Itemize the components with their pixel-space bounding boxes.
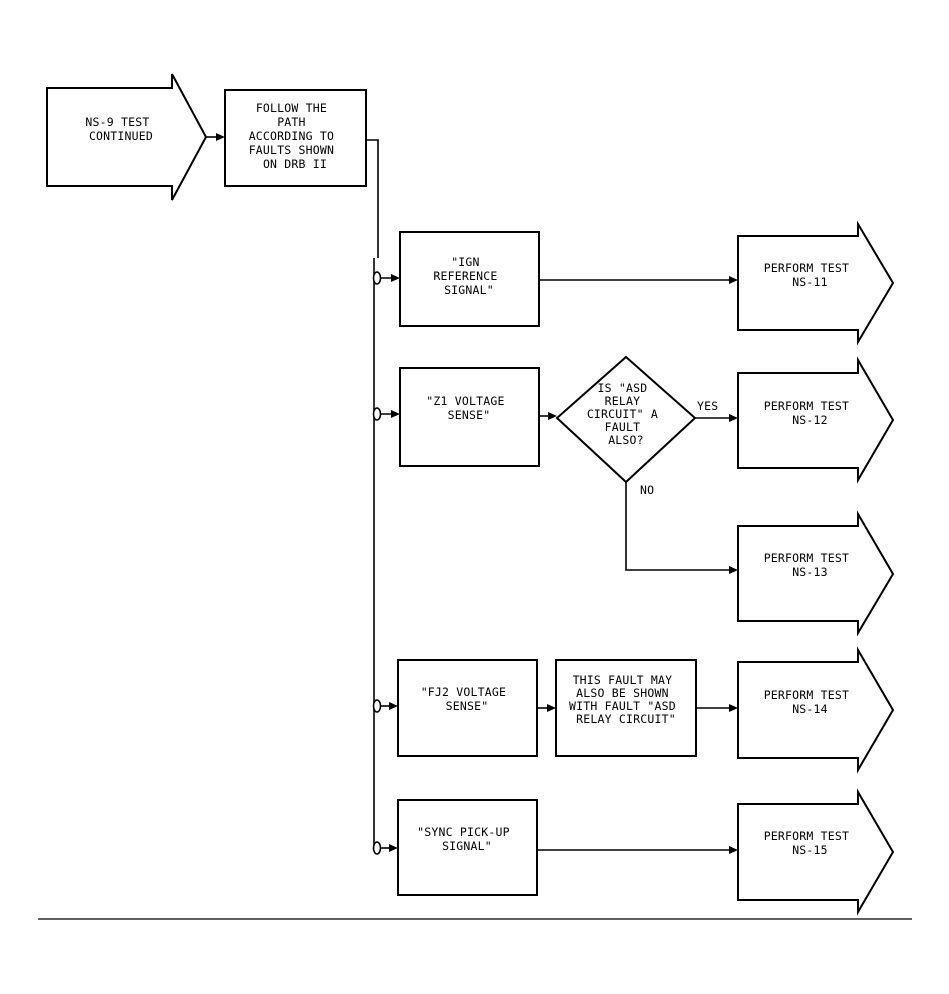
fault-fj2-node: "FJ2 VOLTAGE SENSE": [397, 659, 538, 757]
note-line-2: ALSO BE SHOWN: [576, 686, 669, 700]
result-ns14-node: PERFORM TEST NS-14: [737, 646, 895, 774]
svg-text:PERFORM TEST NS-11: PERFORM TEST NS-11: [764, 261, 857, 289]
result-ns13-pentagon: [737, 510, 895, 637]
svg-text:NS-9 TEST CONTINUED: NS-9 TEST CONTINUED: [85, 115, 156, 143]
result-ns13-line-1: PERFORM TEST: [764, 551, 849, 565]
svg-text:PERFORM TEST NS-14: PERFORM TEST NS-14: [764, 688, 857, 716]
result-ns12-line-1: PERFORM TEST: [764, 399, 849, 413]
fault-fj2-line-2: SENSE": [446, 699, 489, 713]
result-ns14-line-2: NS-14: [792, 702, 828, 716]
fault-fj2-box: [397, 659, 538, 757]
arrowhead-fj2-to-note: [547, 704, 556, 712]
connector-instruction-to-bus: [366, 139, 379, 258]
result-ns11-node: PERFORM TEST NS-11: [737, 220, 895, 346]
instruction-line-3: ACCORDING TO: [249, 129, 334, 143]
fault-z1-box: [399, 367, 540, 467]
svg-text:PERFORM TEST NS-13: PERFORM TEST NS-13: [764, 551, 857, 579]
svg-text:THIS FAULT MAY ALSO BE: THIS FAULT MAY ALSO BE SHOWN WITH FAULT …: [569, 673, 683, 726]
arrowhead-ign-to-ns11: [729, 276, 738, 284]
fault-fj2-line-1: "FJ2 VOLTAGE: [421, 685, 506, 699]
connectors: [206, 133, 738, 855]
note-line-3: WITH FAULT "ASD: [569, 699, 676, 713]
arrowhead-decision-yes: [729, 414, 738, 422]
instruction-line-4: FAULTS SHOWN: [249, 143, 334, 157]
start-line-2: CONTINUED: [89, 129, 153, 143]
note-line-4: RELAY CIRCUIT": [576, 712, 676, 726]
decision-node: IS "ASD RELAY CIRCUIT" A FAULT ALSO?: [555, 355, 697, 484]
note-node: THIS FAULT MAY ALSO BE SHOWN WITH FAULT …: [555, 659, 697, 757]
decision-line-3: CIRCUIT" A: [587, 407, 658, 421]
fault-ign-line-2: REFERENCE: [433, 269, 497, 283]
junction-fj2: [372, 699, 382, 713]
fault-sync-box: [397, 799, 538, 896]
result-ns15-line-2: NS-15: [792, 843, 828, 857]
connector-decision-no: [625, 482, 730, 571]
fault-ign-node: "IGN REFERENCE SIGNAL": [399, 231, 540, 327]
decision-line-5: ALSO?: [608, 433, 644, 447]
fault-sync-line-2: SIGNAL": [442, 839, 492, 853]
result-ns12-line-2: NS-12: [792, 413, 828, 427]
start-line-1: NS-9 TEST: [85, 115, 149, 129]
decision-diamond: [555, 355, 697, 484]
svg-text:"SYNC PICK-UP SIGNAL": "SYNC PICK-UP SIGNAL": [417, 825, 517, 853]
decision-line-1: IS "ASD: [598, 381, 648, 395]
fault-z1-line-1: "Z1 VOLTAGE: [426, 394, 504, 408]
arrowhead-decision-no: [729, 566, 738, 574]
result-ns11-line-2: NS-11: [792, 275, 828, 289]
fault-z1-node: "Z1 VOLTAGE SENSE": [399, 367, 540, 467]
fault-ign-box: [399, 231, 540, 327]
decision-line-4: FAULT: [605, 420, 641, 434]
junction-sync: [372, 841, 382, 855]
arrowhead-sync-to-ns15: [729, 846, 738, 854]
result-ns11-line-1: PERFORM TEST: [764, 261, 849, 275]
arrowhead-bus-to-fj2: [389, 702, 398, 710]
svg-text:"IGN REFERENCE: "IGN REFERENCE SIGNAL": [433, 255, 504, 297]
result-ns15-line-1: PERFORM TEST: [764, 829, 849, 843]
arrowhead-note-to-ns14: [729, 704, 738, 712]
arrowhead-bus-to-z1: [391, 410, 400, 418]
arrowhead-bus-to-sync: [389, 844, 398, 852]
svg-text:"Z1 VOLTAGE SENSE": "Z1 VOLTAGE SENSE": [426, 394, 512, 422]
result-ns14-line-1: PERFORM TEST: [764, 688, 849, 702]
result-ns15-node: PERFORM TEST NS-15: [737, 788, 895, 916]
fault-sync-line-1: "SYNC PICK-UP: [417, 825, 510, 839]
instruction-node: FOLLOW THE PATH ACCORDING TO FAULTS SHOW…: [224, 89, 367, 187]
junction-ign: [372, 271, 382, 285]
result-ns11-pentagon: [737, 220, 895, 346]
fault-ign-line-3: SIGNAL": [444, 283, 494, 297]
instruction-line-5: ON DRB II: [263, 157, 327, 171]
instruction-box: [224, 89, 367, 187]
note-line-1: THIS FAULT MAY: [573, 673, 673, 687]
result-ns12-node: PERFORM TEST NS-12: [737, 356, 895, 484]
result-ns13-line-2: NS-13: [792, 565, 828, 579]
svg-text:"FJ2 VOLTAGE SENSE": "FJ2 VOLTAGE SENSE": [421, 685, 514, 713]
arrowhead-start-to-instruction: [216, 133, 225, 141]
fault-z1-line-2: SENSE": [448, 408, 491, 422]
arrowhead-z1-to-decision: [548, 412, 557, 420]
result-ns12-pentagon: [737, 356, 895, 484]
start-node: NS-9 TEST CONTINUED: [46, 73, 208, 201]
arrowhead-bus-to-ign: [391, 274, 400, 282]
svg-text:PERFORM TEST NS-12: PERFORM TEST NS-12: [764, 399, 857, 427]
svg-text:FOLLOW THE PATH: FOLLOW THE PATH ACCORDING TO FAULTS SHOW…: [249, 101, 342, 171]
svg-text:IS "ASD RELAY: IS "ASD RELAY CIRCUIT" A FAULT ALSO?: [587, 381, 665, 447]
result-ns14-pentagon: [737, 646, 895, 774]
instruction-line-2: PATH: [277, 115, 306, 129]
svg-text:PERFORM TEST NS-15: PERFORM TEST NS-15: [764, 829, 857, 857]
junction-z1: [372, 407, 382, 421]
decision-line-2: RELAY: [605, 394, 641, 408]
note-box: [555, 659, 697, 757]
result-ns15-pentagon: [737, 788, 895, 916]
edge-label-yes: YES: [697, 399, 718, 413]
result-ns13-node: PERFORM TEST NS-13: [737, 510, 895, 637]
edge-label-no: NO: [640, 483, 654, 497]
fault-sync-node: "SYNC PICK-UP SIGNAL": [397, 799, 538, 896]
fault-ign-line-1: "IGN: [451, 255, 480, 269]
instruction-line-1: FOLLOW THE: [256, 101, 327, 115]
start-pentagon: [46, 73, 208, 201]
